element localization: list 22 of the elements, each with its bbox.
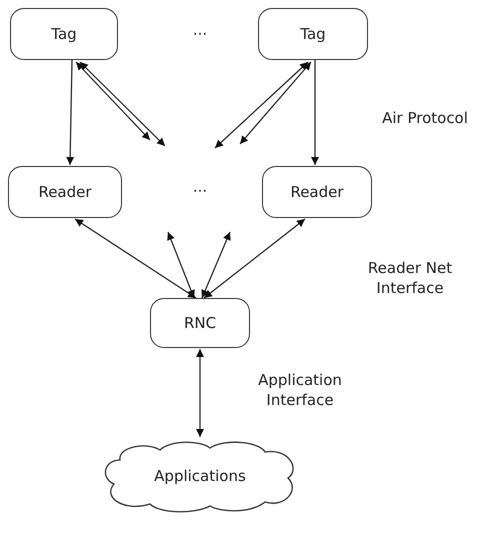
node-label: Applications: [154, 467, 246, 485]
rounded-box: Reader: [8, 166, 122, 218]
ellipsis-text: ···: [192, 24, 208, 44]
arrow: [214, 62, 308, 148]
arrow: [240, 62, 312, 144]
rounded-box: Reader: [262, 166, 372, 218]
arrow: [167, 232, 195, 298]
arrow: [76, 62, 150, 140]
rounded-box: Tag: [258, 8, 368, 60]
arrow: [196, 349, 204, 437]
arrow: [66, 60, 74, 166]
arrow: [74, 218, 196, 298]
interface-label: Reader Net Interface: [366, 258, 454, 298]
arrow: [204, 218, 306, 298]
rounded-box: Tag: [10, 8, 118, 60]
ellipsis-text: ···: [192, 181, 208, 202]
interface-label: Application Interface: [257, 370, 343, 410]
arrow: [311, 60, 319, 165]
rounded-box: RNC: [150, 298, 250, 348]
arrow: [80, 62, 166, 146]
arrow: [201, 232, 231, 298]
interface-label: Air Protocol: [381, 108, 469, 128]
